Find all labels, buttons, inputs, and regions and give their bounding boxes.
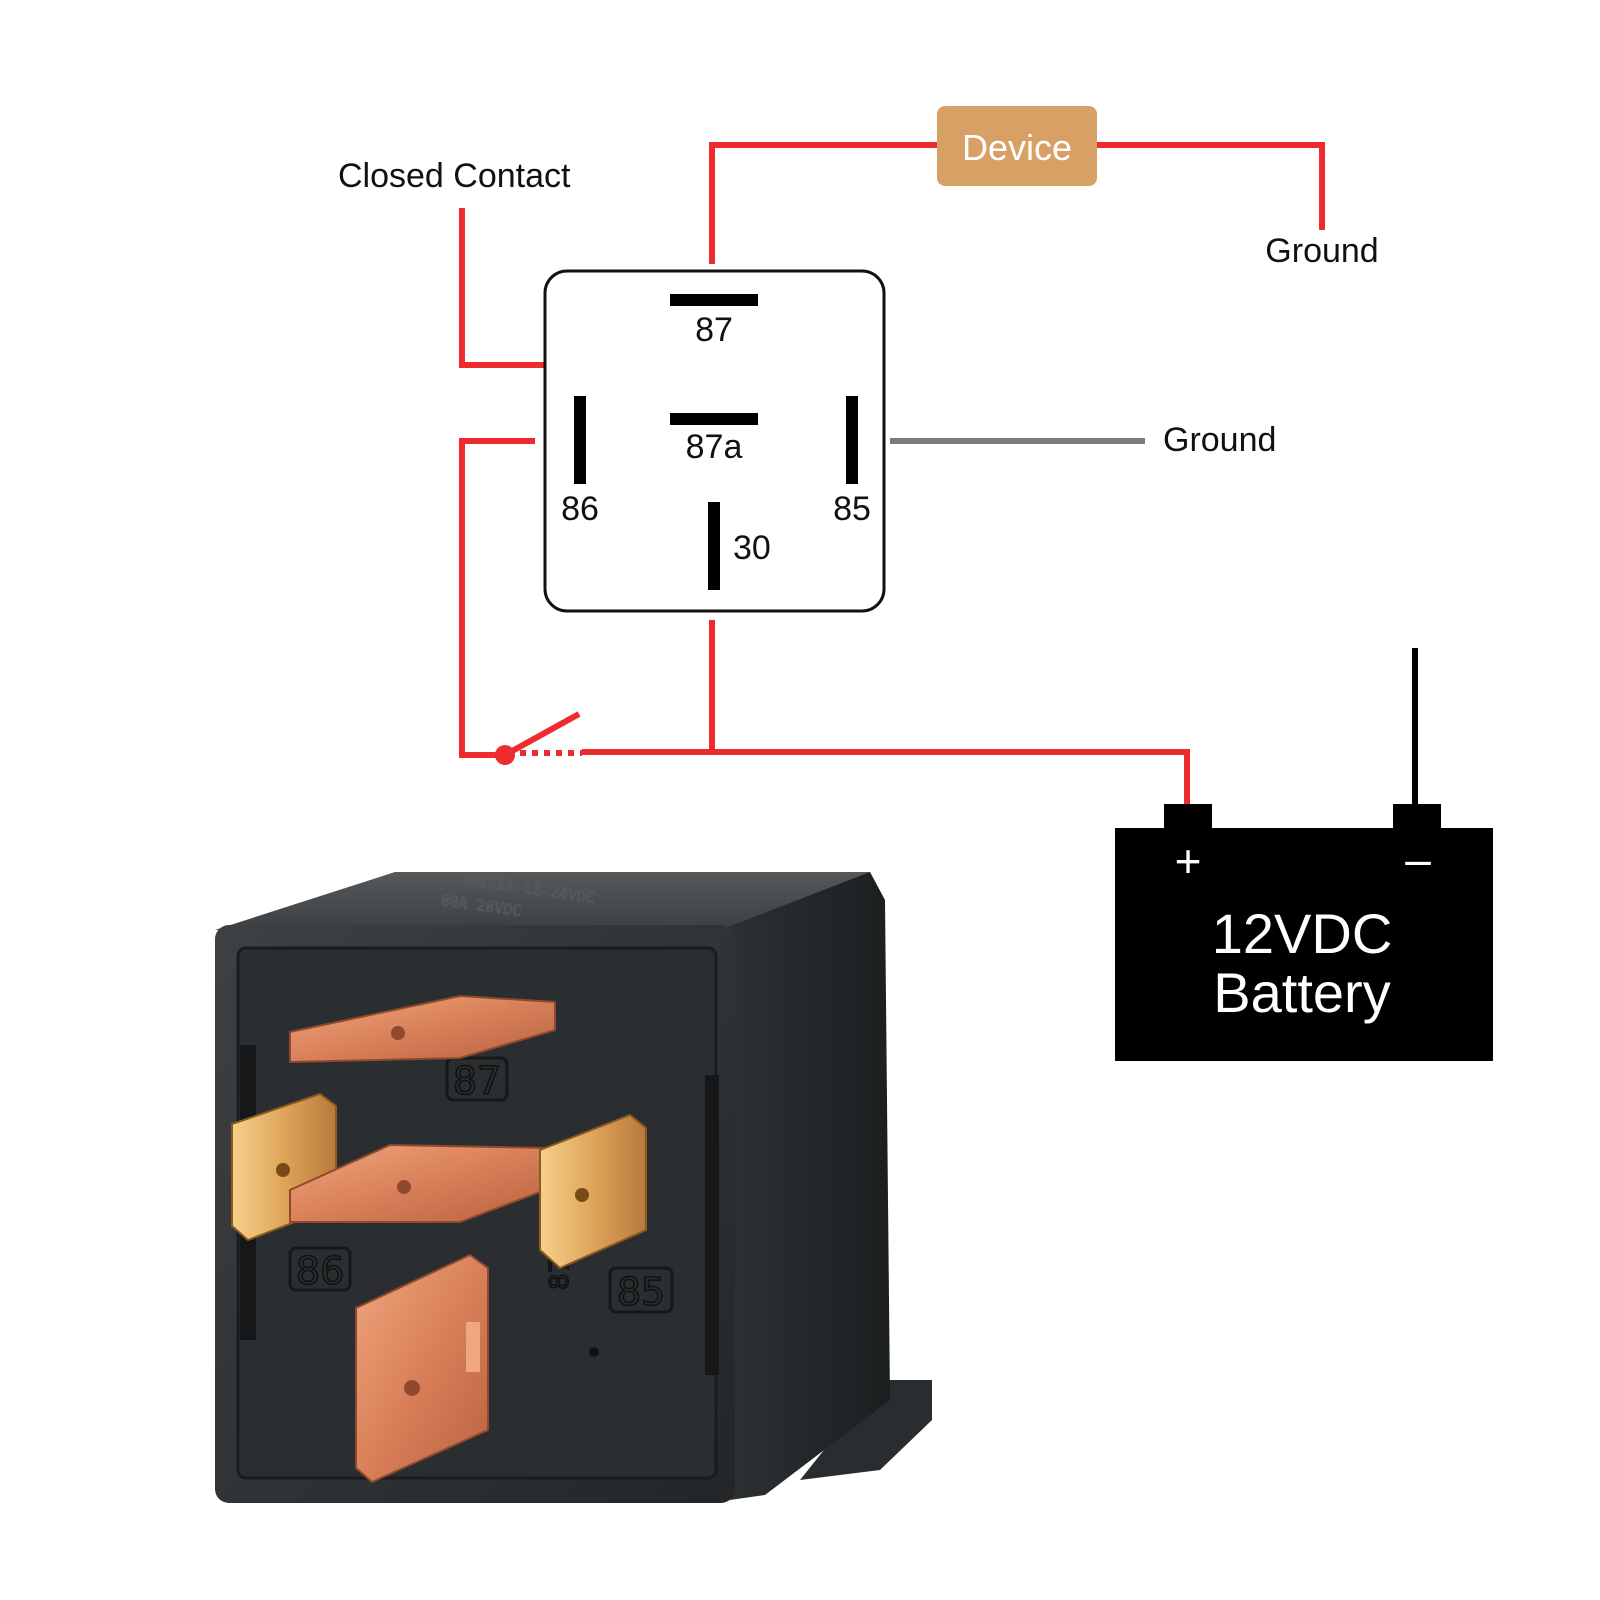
device-rect [937,106,1097,186]
pin-30-bar [708,502,720,590]
battery-line1: 12VDC [1212,902,1393,965]
terminal-87a-hole [397,1180,411,1194]
mold-87-frame [445,1056,509,1102]
closed-contact-label: Closed Contact [338,157,571,195]
wire-86-to-switch [459,438,535,758]
terminal-30 [355,1253,489,1484]
terminal-87-hole [391,1026,405,1040]
terminal-30-edge [466,1322,480,1372]
terminal-85 [539,1113,647,1270]
terminal-86-hole [276,1163,290,1177]
relay-photo: JD2912-1Z-24VDC 80A 28VDC 87 86 85 87a [215,870,932,1503]
relay-schematic: 87 87a 86 85 30 [543,269,886,613]
switch [495,711,582,765]
pin-86-label: 86 [561,490,599,528]
wire-switch-to-battery [582,749,1190,805]
pin-87-label: 87 [695,311,733,349]
terminal-85-hole [575,1188,589,1202]
ground-device-label: Ground [1265,232,1378,270]
pin-85-bar [846,396,858,484]
relay-box [543,269,886,613]
battery-line2: Battery [1213,961,1390,1024]
switch-lever [503,711,581,758]
terminal-87 [289,994,556,1064]
battery-body [1115,828,1493,1061]
relay-top-face [215,872,885,930]
pin-87a-label: 87a [686,428,743,466]
ground-85-label: Ground [1163,421,1276,459]
mold-86-label: 86 [296,1249,344,1293]
terminal-30-hole [404,1380,420,1396]
mold-85-label: 85 [617,1270,665,1314]
mold-85-frame [608,1266,674,1314]
mount-tab [800,1380,932,1480]
right-slot [705,1075,719,1375]
mold-87-label: 87 [453,1059,501,1103]
device-label: Device [962,127,1072,168]
relay-side-face [720,872,890,1500]
pin-87a-bar [670,413,758,425]
pin-87-bar [670,294,758,306]
battery-minus-symbol: – [1405,833,1431,885]
wire-device-to-ground [1095,142,1325,230]
wire-87-to-device [709,142,940,264]
pin-85-label: 85 [833,490,871,528]
mold-86-frame [288,1246,352,1292]
pin-86-bar [574,396,586,484]
battery: + – 12VDC Battery [1115,804,1493,1061]
device-box: Device [937,106,1097,186]
mold-dot [589,1347,599,1357]
battery-plus-symbol: + [1175,835,1202,887]
pin-30-label: 30 [733,529,771,567]
